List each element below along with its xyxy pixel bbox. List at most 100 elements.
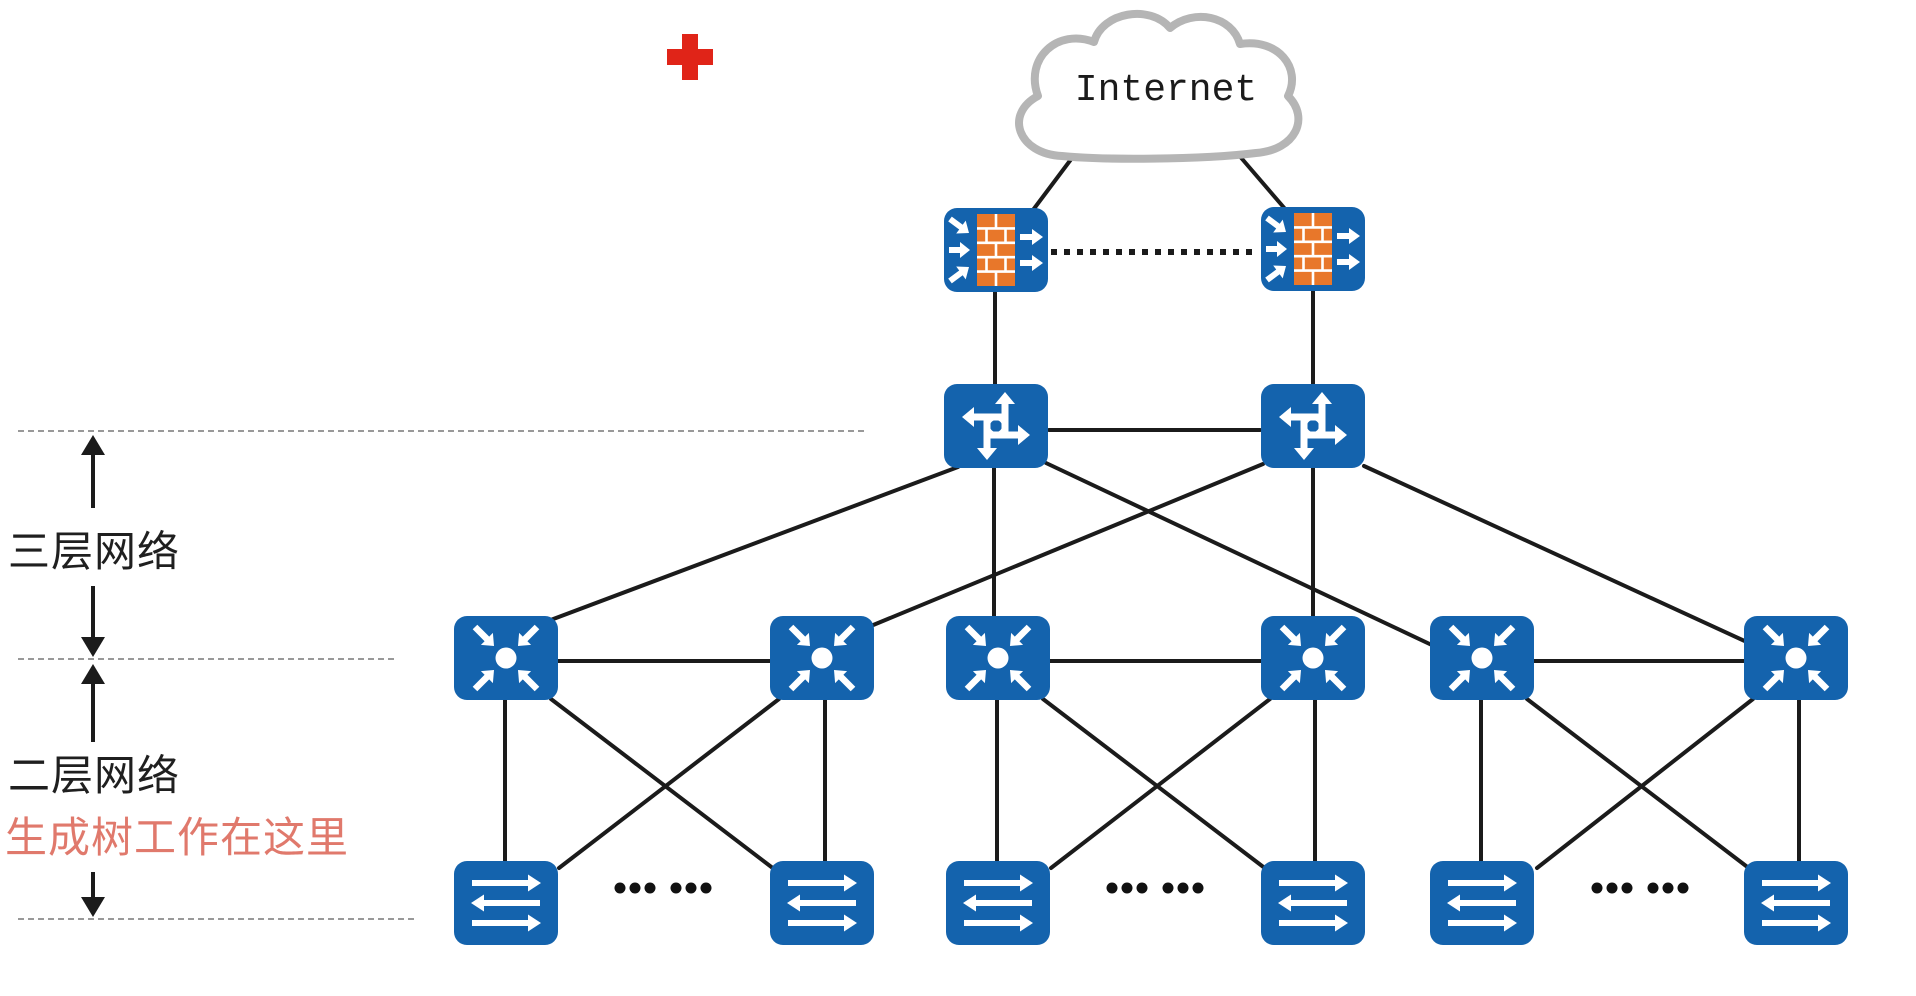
node-box [944, 384, 1048, 468]
arrow-glyph [1265, 265, 1286, 283]
arrow-glyph [1266, 241, 1287, 257]
internet-cloud: Internet [1015, 10, 1303, 163]
arrow-glyph [1020, 229, 1043, 245]
arrow-glyph [962, 407, 1002, 427]
dots-pod-2 [1106, 882, 1204, 894]
switch-hub-dot [987, 647, 1009, 669]
arrow-glyph [1020, 255, 1043, 271]
link-agg2-access1 [557, 697, 781, 870]
arrow-glyph [834, 670, 856, 692]
arrow-glyph [518, 670, 540, 692]
ellipsis-dot [1177, 882, 1189, 894]
arrow-glyph [949, 242, 970, 258]
ellipsis-dot [685, 882, 697, 894]
access-switch-6 [1744, 861, 1848, 945]
agg-switch-2 [770, 616, 874, 700]
access-switch-icon [1447, 874, 1517, 932]
node-box [1261, 384, 1365, 468]
aggregation-switch-icon [1762, 624, 1830, 692]
ellipsis-dot [1591, 882, 1603, 894]
ellipsis-layer [614, 882, 1689, 894]
arrow-glyph [977, 420, 997, 460]
measure-arrowhead-down [81, 637, 105, 657]
arrow-glyph [518, 624, 540, 646]
cloud-icon [1015, 10, 1303, 163]
measure-arrowhead-up [81, 664, 105, 684]
arrow-glyph [1448, 874, 1517, 892]
nodes-layer [454, 207, 1848, 945]
aggregation-switch-icon [1448, 624, 1516, 692]
arrow-glyph [472, 874, 541, 892]
agg-switch-3 [946, 616, 1050, 700]
measure-arrowhead-up [81, 435, 105, 455]
ellipsis-dot [644, 882, 656, 894]
core-router-2 [1261, 384, 1365, 468]
dots-pod-1 [614, 882, 712, 894]
switch-hub-dot [495, 647, 517, 669]
ellipsis-dot [670, 882, 682, 894]
arrow-glyph [834, 624, 856, 646]
arrow-glyph [1337, 254, 1360, 270]
arrow-glyph [788, 914, 857, 932]
arrow-glyph [1808, 624, 1830, 646]
access-switch-icon [963, 874, 1033, 932]
arrow-glyph [1448, 914, 1517, 932]
arrow-glyph [1762, 914, 1831, 932]
access-switch-3 [946, 861, 1050, 945]
arrow-glyph [948, 216, 969, 234]
arrow-glyph [1494, 670, 1516, 692]
arrow-glyph [472, 624, 494, 646]
router-icon [962, 392, 1030, 460]
router-hub-circle [1302, 415, 1324, 437]
arrow-glyph [1325, 670, 1347, 692]
access-switch-2 [770, 861, 874, 945]
switch-hub-dot [811, 647, 833, 669]
arrow-glyph [1307, 425, 1347, 445]
arrow-glyph [1762, 624, 1784, 646]
ellipsis-dot [1162, 882, 1174, 894]
arrow-glyph [1279, 407, 1319, 427]
router-hub-circle [985, 415, 1007, 437]
link-agg3-access4 [1041, 697, 1268, 871]
arrow-glyph [963, 894, 1032, 912]
measure-arrow-layer3-span-up [81, 435, 105, 508]
arrow-glyph [472, 914, 541, 932]
ellipsis-dot [1621, 882, 1633, 894]
agg-switch-1 [454, 616, 558, 700]
core-router-1 [944, 384, 1048, 468]
ellipsis-dot [1136, 882, 1148, 894]
layer2-label: 二层网络 [8, 752, 180, 799]
switch-hub-dot [1302, 647, 1324, 669]
dots-pod-3 [1591, 882, 1689, 894]
link-agg1-access2 [549, 697, 776, 871]
arrow-glyph [995, 392, 1015, 432]
link-agg4-access3 [1049, 697, 1272, 870]
red-cross-marker [667, 34, 713, 80]
measure-arrow-layer2-span-up [81, 664, 105, 742]
link-cloud-firewall-2 [1235, 151, 1288, 212]
red-cross-vbar [682, 34, 698, 80]
access-switch-5 [1430, 861, 1534, 945]
ellipsis-dot [1106, 882, 1118, 894]
arrow-glyph [1448, 670, 1470, 692]
arrow-glyph [1010, 624, 1032, 646]
arrow-glyph [788, 624, 810, 646]
firewall-icon [1265, 213, 1360, 285]
access-switch-icon [1761, 874, 1831, 932]
arrow-glyph [990, 425, 1030, 445]
access-switch-4 [1261, 861, 1365, 945]
arrow-glyph [964, 670, 986, 692]
arrow-glyph [1265, 215, 1286, 233]
router-icon [1279, 392, 1347, 460]
cloud-label: Internet [1075, 69, 1257, 112]
arrow-glyph [788, 874, 857, 892]
arrow-glyph [1494, 624, 1516, 646]
layer3-label: 三层网络 [8, 528, 180, 575]
arrow-glyph [1279, 874, 1348, 892]
arrow-glyph [1808, 670, 1830, 692]
ellipsis-dot [700, 882, 712, 894]
ellipsis-dot [1647, 882, 1659, 894]
layer-boundaries [18, 430, 868, 920]
link-router1-agg1 [546, 465, 960, 623]
